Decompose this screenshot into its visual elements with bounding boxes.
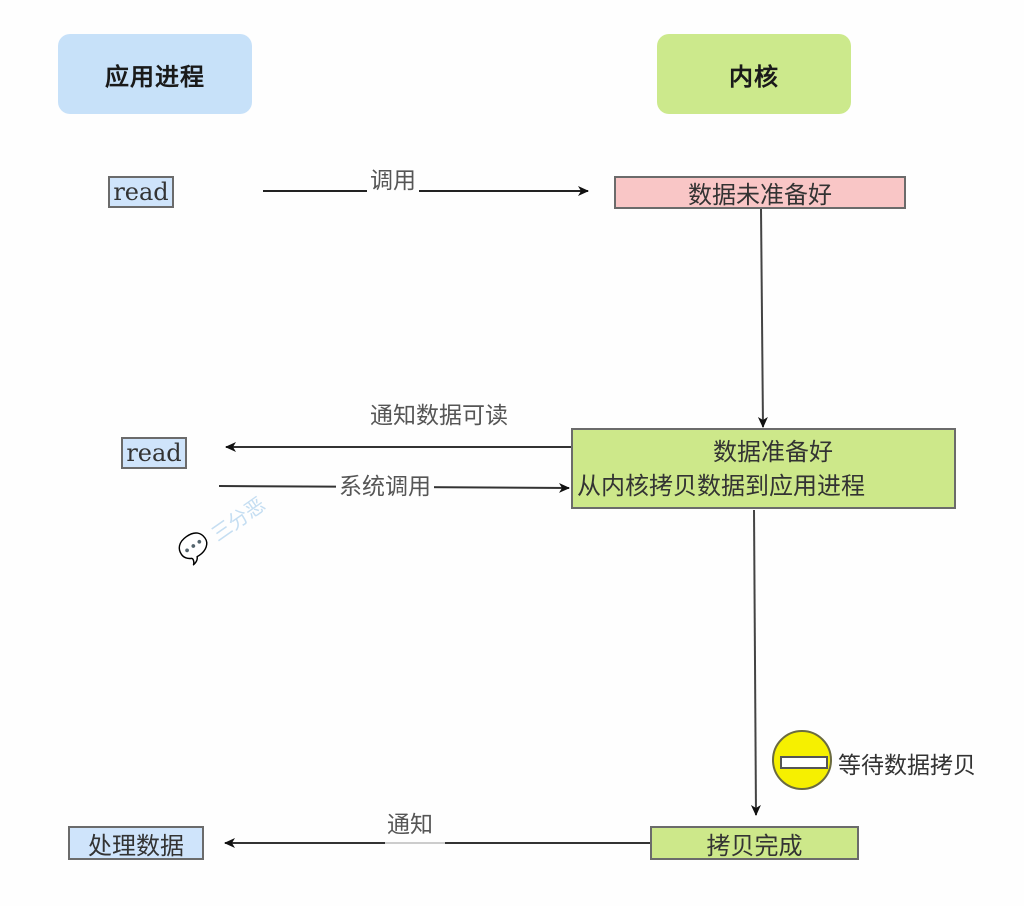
watermark: 💬 三分恶 <box>173 489 271 570</box>
read-node-2-label: read <box>126 439 182 467</box>
edge-label-notify-readable: 通知数据可读 <box>370 403 508 429</box>
copy-done-node: 拷贝完成 <box>650 826 859 860</box>
app-process-header: 应用进程 <box>58 34 252 114</box>
process-data-node: 处理数据 <box>68 826 204 860</box>
edge-label-system-call: 系统调用 <box>336 474 434 500</box>
kernel-header: 内核 <box>657 34 851 114</box>
edge-label-notify: 通知 <box>387 812 433 838</box>
read-node-1-label: read <box>113 178 169 206</box>
kernel-title: 内核 <box>729 61 779 91</box>
wechat-icon: 💬 <box>172 526 217 570</box>
watermark-text: 三分恶 <box>206 492 270 547</box>
no-entry-icon <box>772 730 832 790</box>
copy-done-label: 拷贝完成 <box>706 831 803 860</box>
read-node-2: read <box>121 437 187 469</box>
copy-to-app-label: 从内核拷贝数据到应用进程 <box>577 471 865 500</box>
process-data-label: 处理数据 <box>88 831 184 860</box>
wait-copy-label: 等待数据拷贝 <box>838 753 976 779</box>
data-not-ready-node: 数据未准备好 <box>614 176 906 209</box>
data-not-ready-label: 数据未准备好 <box>688 181 832 209</box>
app-process-title: 应用进程 <box>105 61 205 91</box>
edge-ready-to-copy-done <box>750 509 761 816</box>
data-ready-node: 数据准备好 从内核拷贝数据到应用进程 <box>571 428 956 509</box>
read-node-1: read <box>108 176 174 208</box>
edge-not-ready-to-ready <box>757 208 768 428</box>
edge-label-call: 调用 <box>367 168 419 194</box>
data-ready-label: 数据准备好 <box>713 437 833 466</box>
